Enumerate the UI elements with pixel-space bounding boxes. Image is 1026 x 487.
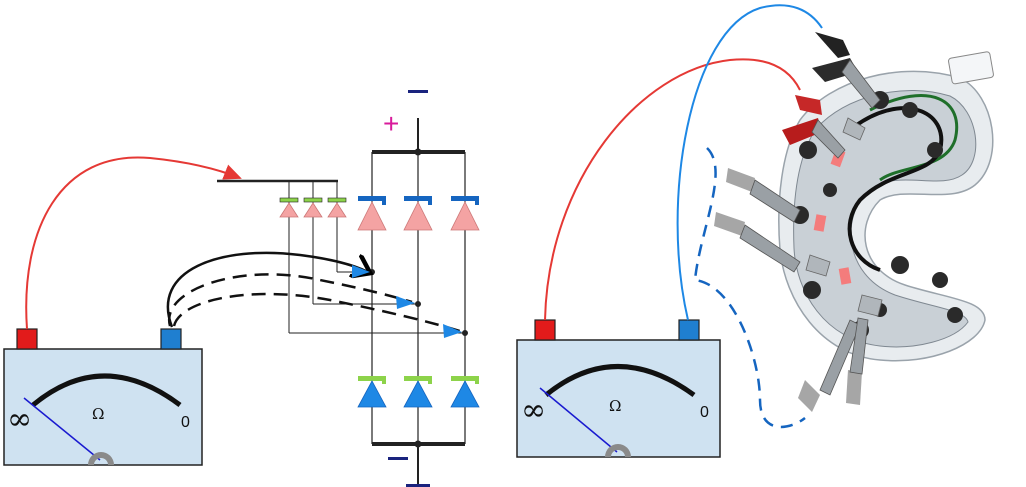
probe-arrow-3 [443,324,462,338]
rectifier-schematic [217,118,468,484]
negative-diode-1 [357,376,387,408]
positive-diodes [357,196,480,231]
left-red-probe-wire [25,156,242,330]
left-meter-needle [23,397,101,461]
clip-red-top [782,95,846,159]
exciter-diode-3 [327,197,347,218]
plus-label: + [383,108,399,139]
minus-ground-label [406,484,430,487]
clip-gray-1 [726,168,801,223]
positive-diode-2 [403,196,433,231]
right-red-probe-wire [544,58,801,321]
rectifier-bridge-photo [778,51,994,362]
left-meter-pivot [88,452,114,465]
right-meter-scale-arc [544,364,696,398]
left-meter-zero-label: 0 [181,414,190,431]
left-meter-ohm-label: Ω [92,405,104,423]
black-probe-wire-dashed-1 [167,273,413,327]
exciter-diode-1 [279,197,299,218]
alligator-clips [714,32,881,412]
negative-diode-2 [403,376,433,408]
black-probe-wire-dashed-2 [172,292,461,333]
right-meter-pivot [605,444,631,457]
left-meter-infinity-label: ∞ [7,402,32,437]
right-meter-positive-terminal [534,319,556,341]
clip-black-top [812,32,881,109]
negative-diodes [357,376,480,408]
exciter-diode-2 [303,197,323,218]
right-meter-body [516,339,721,458]
exciter-diodes [279,197,347,218]
right-meter-zero-label: 0 [700,404,709,421]
left-meter-scale-arc [31,373,182,407]
negative-diode-3 [450,376,480,408]
right-meter-needle [539,387,618,453]
right-blue-probe-wire-dashed [693,147,806,429]
minus-top-label [408,90,428,93]
left-meter-negative-terminal [160,328,182,350]
left-ohmmeter: ∞ Ω 0 [3,328,203,466]
right-meter-negative-terminal [678,319,700,341]
probe-arrow-2 [396,296,415,309]
right-meter-ohm-label: Ω [609,397,621,415]
right-blue-probe-wire [676,4,823,321]
left-meter-body [3,348,203,466]
clip-gray-2 [714,212,801,273]
positive-diode-3 [450,196,480,231]
right-ohmmeter: ∞ Ω 0 [516,319,721,458]
left-meter-positive-terminal [16,328,38,350]
black-probe-wire-solid [166,251,368,328]
minus-bottom-label [388,457,408,460]
positive-diode-1 [357,196,387,231]
probe-arrow-1 [352,265,370,278]
right-meter-infinity-label: ∞ [521,393,546,428]
clip-gray-4 [846,317,869,405]
